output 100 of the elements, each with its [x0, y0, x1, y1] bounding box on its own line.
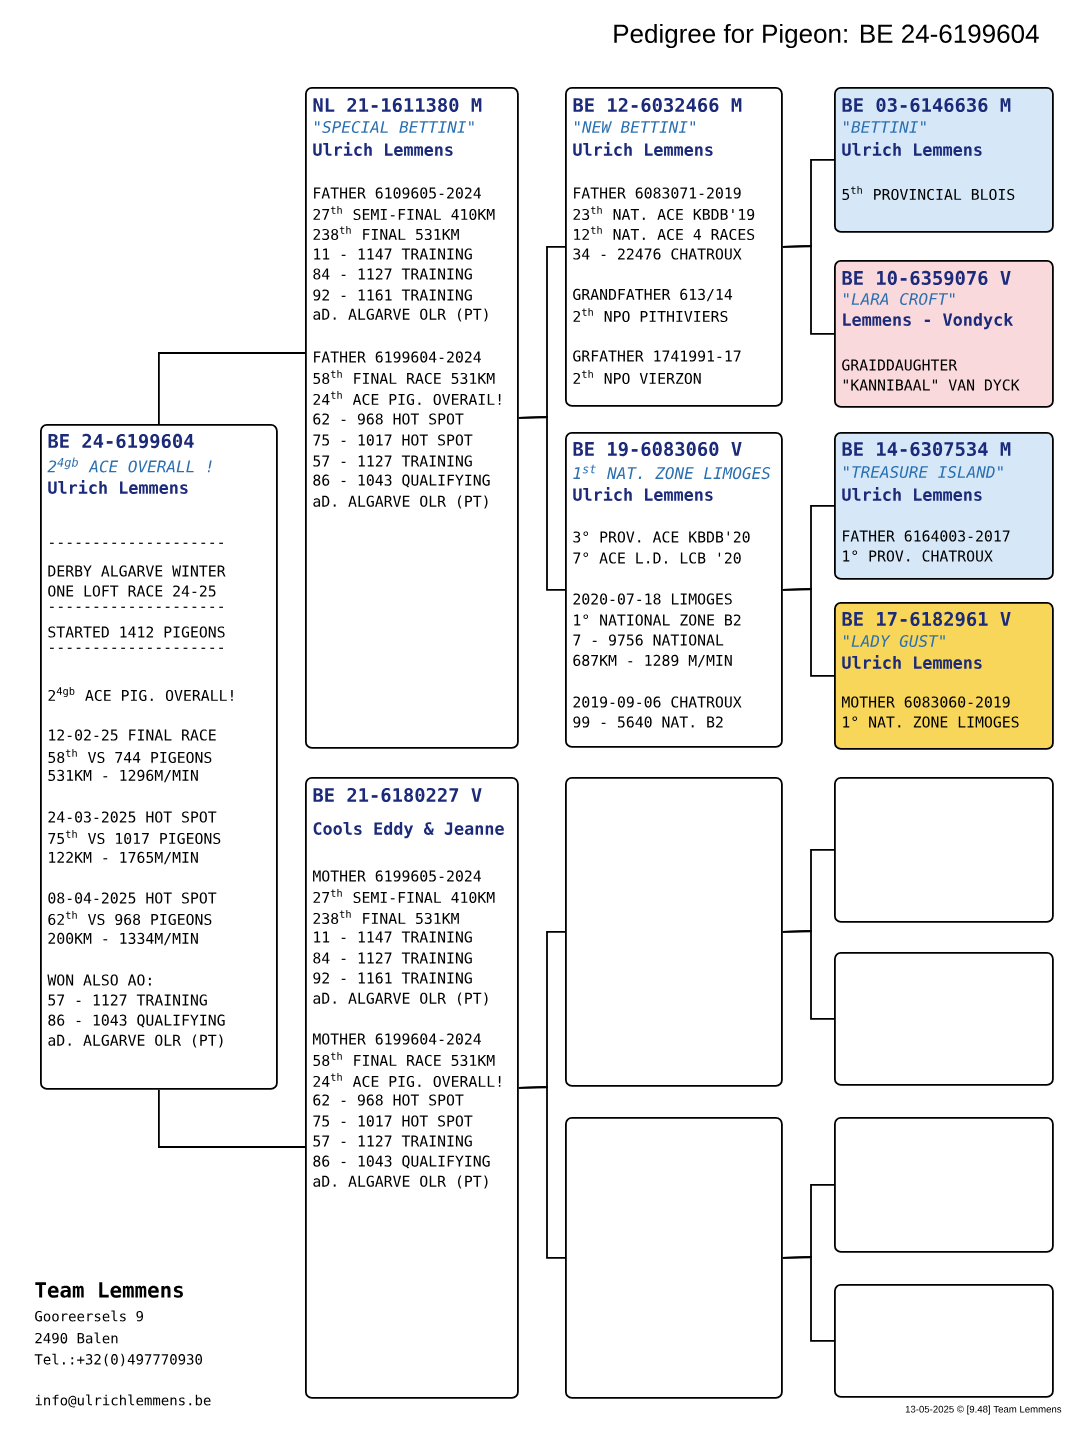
team-name: Team Lemmens [35, 1282, 183, 1298]
phone-number: Tel.:+32(0)497770930 [34, 1353, 203, 1367]
pedigree-card [565, 432, 783, 748]
pigeon-name: "LARA CROFT" [844, 292, 955, 306]
race-result: aD. ALGARVE OLR (PT) [313, 1175, 488, 1189]
pedigree-card [40, 424, 278, 1090]
ring-number: BE 12-6032466 M [573, 97, 742, 113]
ring-number: NL 21-1611380 M [313, 97, 482, 113]
race-result: 34 - 22476 CHATROUX [573, 248, 742, 260]
race-result: 92 - 1161 TRAINING [313, 289, 472, 301]
race-result: 11 - 1147 TRAINING [314, 248, 472, 260]
race-result: FATHER 6164003-2017 [843, 530, 1010, 542]
connector-line [781, 1256, 835, 1342]
pedigree-card [834, 602, 1054, 750]
pigeon-name: "NEW BETTINI" [575, 121, 695, 133]
ring-number: BE 03-6146636 M [842, 97, 1011, 113]
pigeon-name: 1$^{st}$ NAT. ZONE LIMOGES [573, 464, 771, 480]
race-result: 23$^{th}$ NAT. ACE KBDB'19 [573, 205, 755, 221]
race-result: 12$^{th}$ NAT. ACE 4 RACES [574, 225, 755, 241]
race-result: 86 - 1043 QUALIFYING [313, 1155, 490, 1169]
pedigree-card [834, 260, 1054, 408]
race-result: 2019-09-06 CHATROUX [573, 696, 742, 708]
pigeon-name: "LADY GUST" [844, 634, 945, 648]
race-result: 86 - 1043 QUALIFYING [48, 1014, 225, 1028]
race-result: 84 - 1127 TRAINING [313, 952, 472, 964]
race-result: GRAIDDAUGHTER [842, 359, 958, 371]
race-result: STARTED 1412 PIGEONS [48, 626, 225, 638]
race-result: 86 - 1043 QUALIFYING [313, 474, 490, 488]
pedigree-card [834, 432, 1054, 580]
ring-number: BE 10-6359076 V [842, 270, 1011, 286]
connector-line [781, 930, 835, 1020]
race-result: 58$^{th}$ FINAL RACE 531KM [313, 1051, 495, 1067]
empty-card [834, 1117, 1054, 1253]
address-line: 2490 Balen [35, 1332, 118, 1344]
race-result: WON ALSO AO: [47, 974, 151, 986]
race-result: 238$^{th}$ FINAL 531KM [313, 225, 459, 241]
pedigree-card [565, 87, 783, 407]
race-result: 238$^{th}$ FINAL 531KM [313, 909, 459, 925]
race-result: 75 - 1017 HOT SPOT [313, 1115, 473, 1127]
breeder-name: Ulrich Lemmens [842, 142, 982, 156]
race-result: 57 - 1127 TRAINING [48, 994, 207, 1006]
race-result: "KANNIBAAL" VAN DYCK [843, 379, 1020, 391]
race-result: 2$^{th}$ NPO PITHIVIERS [573, 307, 728, 323]
race-result: 27$^{th}$ SEMI-FINAL 410KM [313, 205, 495, 221]
race-result: 122KM - 1765M/MIN [49, 851, 198, 865]
race-result: 5$^{th}$ PROVINCIAL BLOIS [842, 185, 1015, 201]
empty-card [834, 952, 1054, 1086]
connector-line [781, 588, 835, 677]
race-result: 75 - 1017 HOT SPOT [313, 434, 473, 446]
race-result: FATHER 6199604-2024 [314, 351, 481, 363]
race-result: MOTHER 6083060-2019 [842, 696, 1010, 708]
race-result: GRANDFATHER 613/14 [573, 288, 733, 302]
pigeon-name: 2$^{4gb}$ ACE OVERALL ! [47, 457, 212, 473]
connector-line [158, 352, 306, 425]
email-address: info@ulrichlemmens.be [35, 1394, 211, 1408]
empty-card [834, 777, 1054, 923]
race-result: 531KM - 1296M/MIN [48, 769, 198, 783]
race-result: MOTHER 6199605-2024 [313, 870, 481, 882]
pedigree-card [305, 777, 519, 1399]
pedigree-card [305, 87, 519, 749]
race-result: 12-02-25 FINAL RACE [49, 729, 216, 741]
race-result: GRFATHER 1741991-17 [573, 350, 741, 362]
breeder-name: Ulrich Lemmens [842, 487, 982, 501]
race-result: 1° NATIONAL ZONE B2 [574, 614, 741, 626]
empty-card [565, 1117, 783, 1399]
race-result: 24$^{th}$ ACE PIG. OVERALL! [313, 1072, 501, 1088]
race-result: aD. ALGARVE OLR (PT) [313, 992, 488, 1006]
race-result: 08-04-2025 HOT SPOT [48, 892, 217, 904]
race-result: 24$^{th}$ ACE PIG. OVERAIL! [313, 390, 501, 406]
connector-line [517, 416, 566, 591]
race-result: FATHER 6109605-2024 [314, 187, 481, 199]
race-result: 3° PROV. ACE KBDB'20 [573, 531, 750, 543]
race-result: 58$^{th}$ FINAL RACE 531KM [313, 369, 495, 385]
breeder-name: Ulrich Lemmens [48, 480, 188, 494]
empty-card [565, 777, 783, 1087]
race-result: 99 - 5640 NAT. B2 [573, 716, 723, 728]
pedigree-card [834, 87, 1054, 233]
ring-number: BE 17-6182961 V [842, 611, 1011, 627]
race-result: 11 - 1147 TRAINING [314, 931, 472, 943]
race-result: FATHER 6083071-2019 [574, 187, 741, 199]
ring-number: BE 21-6180227 V [313, 787, 482, 803]
race-result: ONE LOFT RACE 24-25 [48, 585, 216, 597]
race-result: 92 - 1161 TRAINING [313, 972, 472, 984]
race-result: 84 - 1127 TRAINING [313, 268, 472, 280]
race-result: 58$^{th}$ VS 744 PIGEONS [48, 748, 212, 764]
race-result: -------------------- [49, 542, 223, 544]
breeder-name: Ulrich Lemmens [573, 487, 713, 501]
pigeon-name: "SPECIAL BETTINI" [315, 120, 474, 134]
race-result: 57 - 1127 TRAINING [313, 455, 472, 467]
race-result: 62 - 968 HOT SPOT [313, 1094, 464, 1106]
breeder-name: Lemmens - Vondyck [843, 312, 1014, 330]
pigeon-name: "TREASURE ISLAND" [844, 465, 1003, 479]
empty-card [834, 1284, 1054, 1398]
race-result: 27$^{th}$ SEMI-FINAL 410KM [313, 888, 495, 904]
race-result: 7° ACE L.D. LCB '20 [573, 552, 741, 564]
address-line: Gooreersels 9 [35, 1310, 143, 1322]
race-result: 2$^{th}$ NPO VIERZON [573, 369, 701, 385]
pigeon-name: "BETTINI" [844, 121, 926, 133]
race-result: 2$^{4gb}$ ACE PIG. OVERALL! [48, 686, 233, 702]
connector-line [158, 1088, 306, 1148]
